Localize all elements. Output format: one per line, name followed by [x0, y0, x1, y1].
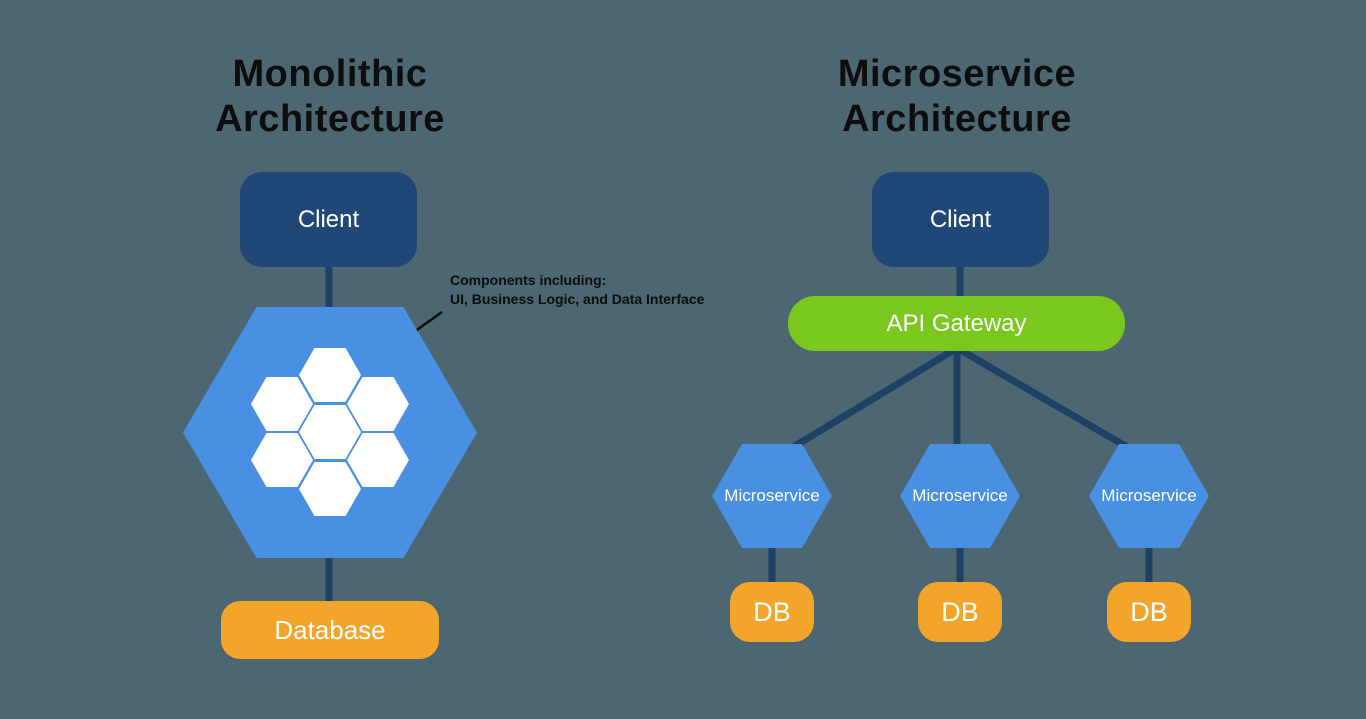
components-annotation: Components including: UI, Business Logic…: [450, 271, 704, 309]
component-hexagon-icon: [251, 433, 313, 487]
api-gateway-label: API Gateway: [886, 309, 1027, 337]
component-hexagon-icon: [347, 377, 409, 431]
microservice-label: Microservice: [724, 486, 820, 505]
db-node-left: DB: [730, 582, 814, 642]
monolith-client-node: Client: [240, 172, 417, 267]
api-gateway-node: API Gateway: [788, 296, 1125, 351]
monolith-client-label: Client: [297, 205, 360, 233]
monolithic-title-line1: Monolithic: [232, 53, 428, 95]
db-node-middle: DB: [918, 582, 1002, 642]
monolith-database-label: Database: [274, 614, 386, 645]
microservice-title-line1: Microservice: [837, 53, 1077, 95]
microservice-label: Microservice: [912, 486, 1008, 505]
component-hexagon-icon: [347, 433, 409, 487]
microservice-title: Microservice Architecture: [777, 52, 1137, 142]
component-hexagon-icon: [299, 462, 361, 516]
db-node-right: DB: [1107, 582, 1191, 642]
db-label: DB: [941, 596, 979, 627]
microservice-client-label: Client: [929, 205, 992, 233]
microservice-title-line2: Architecture: [842, 98, 1072, 140]
microservice-label: Microservice: [1101, 486, 1197, 505]
microservice-client-node: Client: [872, 172, 1049, 267]
monolith-database-node: Database: [221, 601, 439, 659]
monolithic-title: Monolithic Architecture: [150, 52, 510, 142]
db-label: DB: [753, 596, 791, 627]
component-hexagon-icon: [251, 377, 313, 431]
gateway-microservice-connector-left: [773, 345, 959, 461]
gateway-microservice-connector-right: [955, 344, 1148, 462]
components-annotation-line1: Components including:: [450, 272, 607, 288]
component-hexagon-icon: [299, 348, 361, 402]
db-label: DB: [1130, 596, 1168, 627]
components-annotation-line2: UI, Business Logic, and Data Interface: [450, 291, 705, 307]
monolithic-title-line2: Architecture: [215, 98, 445, 140]
component-hexagon-icon: [299, 405, 361, 459]
microservice-hexagon-middle: Microservice: [900, 444, 1020, 548]
